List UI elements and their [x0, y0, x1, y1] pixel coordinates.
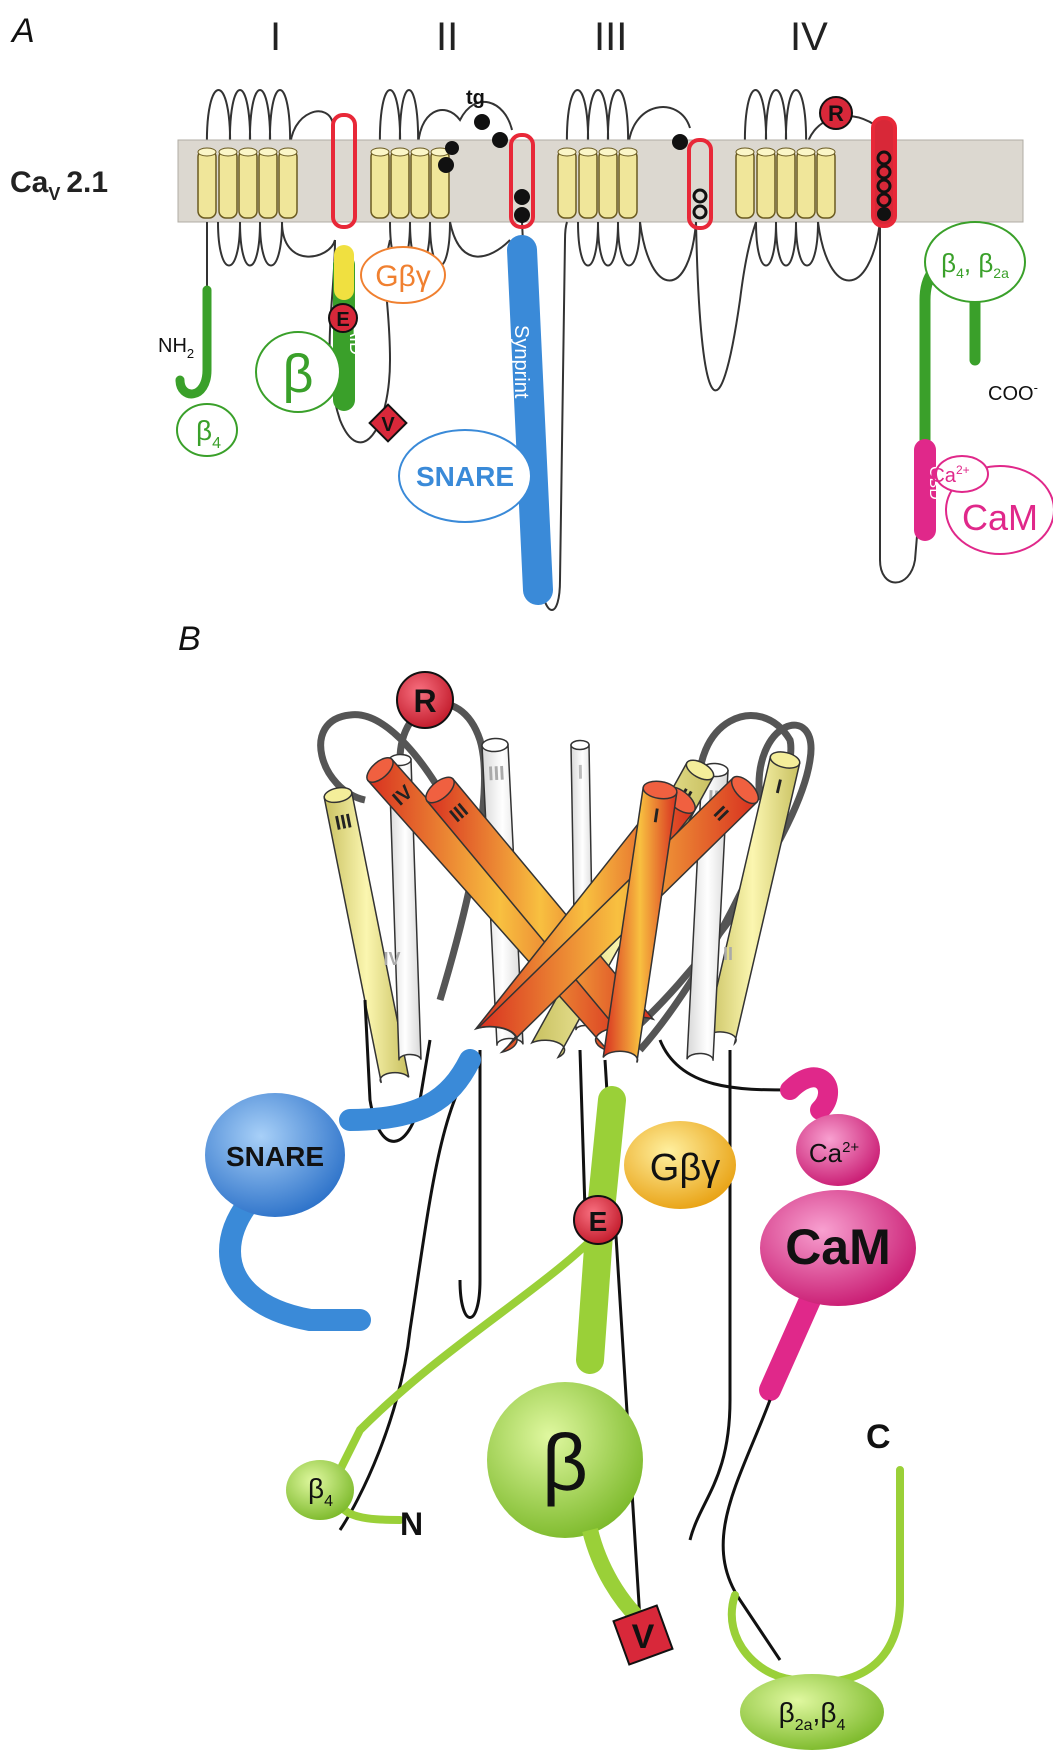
pore-helix-cap [482, 738, 509, 752]
intracellular-loops [207, 222, 920, 610]
pore-helix-cap [571, 740, 589, 749]
tm-segment-cap [619, 148, 637, 156]
pore-helix-label: IV [383, 949, 400, 969]
r-site-a: R [820, 97, 852, 129]
tm-segment-3-3 [599, 150, 617, 218]
synprint-segment [522, 250, 538, 590]
tm-segment-cap [599, 148, 617, 156]
pore-helix-label: II [723, 944, 733, 964]
pore-helix-label: I [578, 762, 584, 784]
cam-label-b: CaM [785, 1219, 891, 1275]
e-site-a: E [329, 304, 357, 332]
nh2-label: NH2 [158, 335, 194, 361]
tm-segment-cap [391, 148, 409, 156]
gbg-label-b: Gβγ [650, 1147, 720, 1189]
tm-segment-cap [239, 148, 257, 156]
coo-label: COO- [988, 380, 1038, 405]
tm-segment-cap [219, 148, 237, 156]
panel-b-label: B [178, 620, 201, 658]
snare-label-a: SNARE [416, 461, 514, 492]
snare-label-b: SNARE [226, 1141, 324, 1172]
panel-a-label: A [10, 12, 35, 50]
tm-segment-1-3 [239, 150, 257, 218]
tm-segment-2-1 [371, 150, 389, 218]
tm-segment-1-2 [219, 150, 237, 218]
e-site-label-b: E [589, 1206, 608, 1237]
svg-text:R: R [828, 101, 844, 126]
tm-segment-cap [757, 148, 775, 156]
r-site-b: R [397, 672, 453, 728]
tm-segment-4-2 [757, 150, 775, 218]
tm-segment-2-2 [391, 150, 409, 218]
pore-helix-label: III [488, 763, 506, 786]
tm-segment-2-3 [411, 150, 429, 218]
tm-segment-cap [371, 148, 389, 156]
tm-segment-cap [198, 148, 216, 156]
svg-text:V: V [381, 414, 395, 436]
tm-segment-cap [736, 148, 754, 156]
tm-segment-3-1 [558, 150, 576, 218]
tm-segment-cap [797, 148, 815, 156]
domain-label-i: I [270, 15, 281, 59]
tm-segment-cap [411, 148, 429, 156]
svg-text:E: E [336, 309, 349, 331]
tm-segment-1-5 [279, 150, 297, 218]
domain-label-ii: II [436, 15, 458, 59]
tm-segment-1-1 [198, 150, 216, 218]
tm-segment-3-2 [579, 150, 597, 218]
tm-segment-4-5 [817, 150, 835, 218]
synprint-label: Synprint [510, 325, 532, 399]
tm-segment-1-4 [259, 150, 277, 218]
tm-segment-4-4 [797, 150, 815, 218]
svg-text:V: V [632, 1618, 655, 1656]
domain-labels: I II III IV [270, 15, 828, 59]
n-terminus-label: N [400, 1506, 423, 1542]
v-site-b: V [614, 1606, 673, 1665]
c-terminus-label: C [866, 1418, 891, 1456]
gbg-label-a: Gβγ [375, 260, 431, 293]
tm-segment-3-4 [619, 150, 637, 218]
tg-label: tg [466, 87, 485, 109]
tm-segment-4-3 [777, 150, 795, 218]
beta-label-b: β [542, 1418, 588, 1507]
tm-segment-cap [279, 148, 297, 156]
domain-label-iv: IV [790, 15, 828, 59]
c-terminus-b [732, 1470, 900, 1682]
tm-segment-cap [817, 148, 835, 156]
cam-label-a: CaM [962, 497, 1038, 538]
tm-segment-4-1 [736, 150, 754, 218]
v-site-a: V [370, 405, 407, 442]
tm-segment-cap [777, 148, 795, 156]
tm-segment-cap [259, 148, 277, 156]
cam-stalk-b [770, 1300, 810, 1390]
tm-segment-cap [579, 148, 597, 156]
beta-label-a: β [282, 344, 313, 404]
tm-segment-cap [558, 148, 576, 156]
domain-label-iii: III [594, 15, 627, 59]
svg-text:R: R [413, 683, 436, 719]
